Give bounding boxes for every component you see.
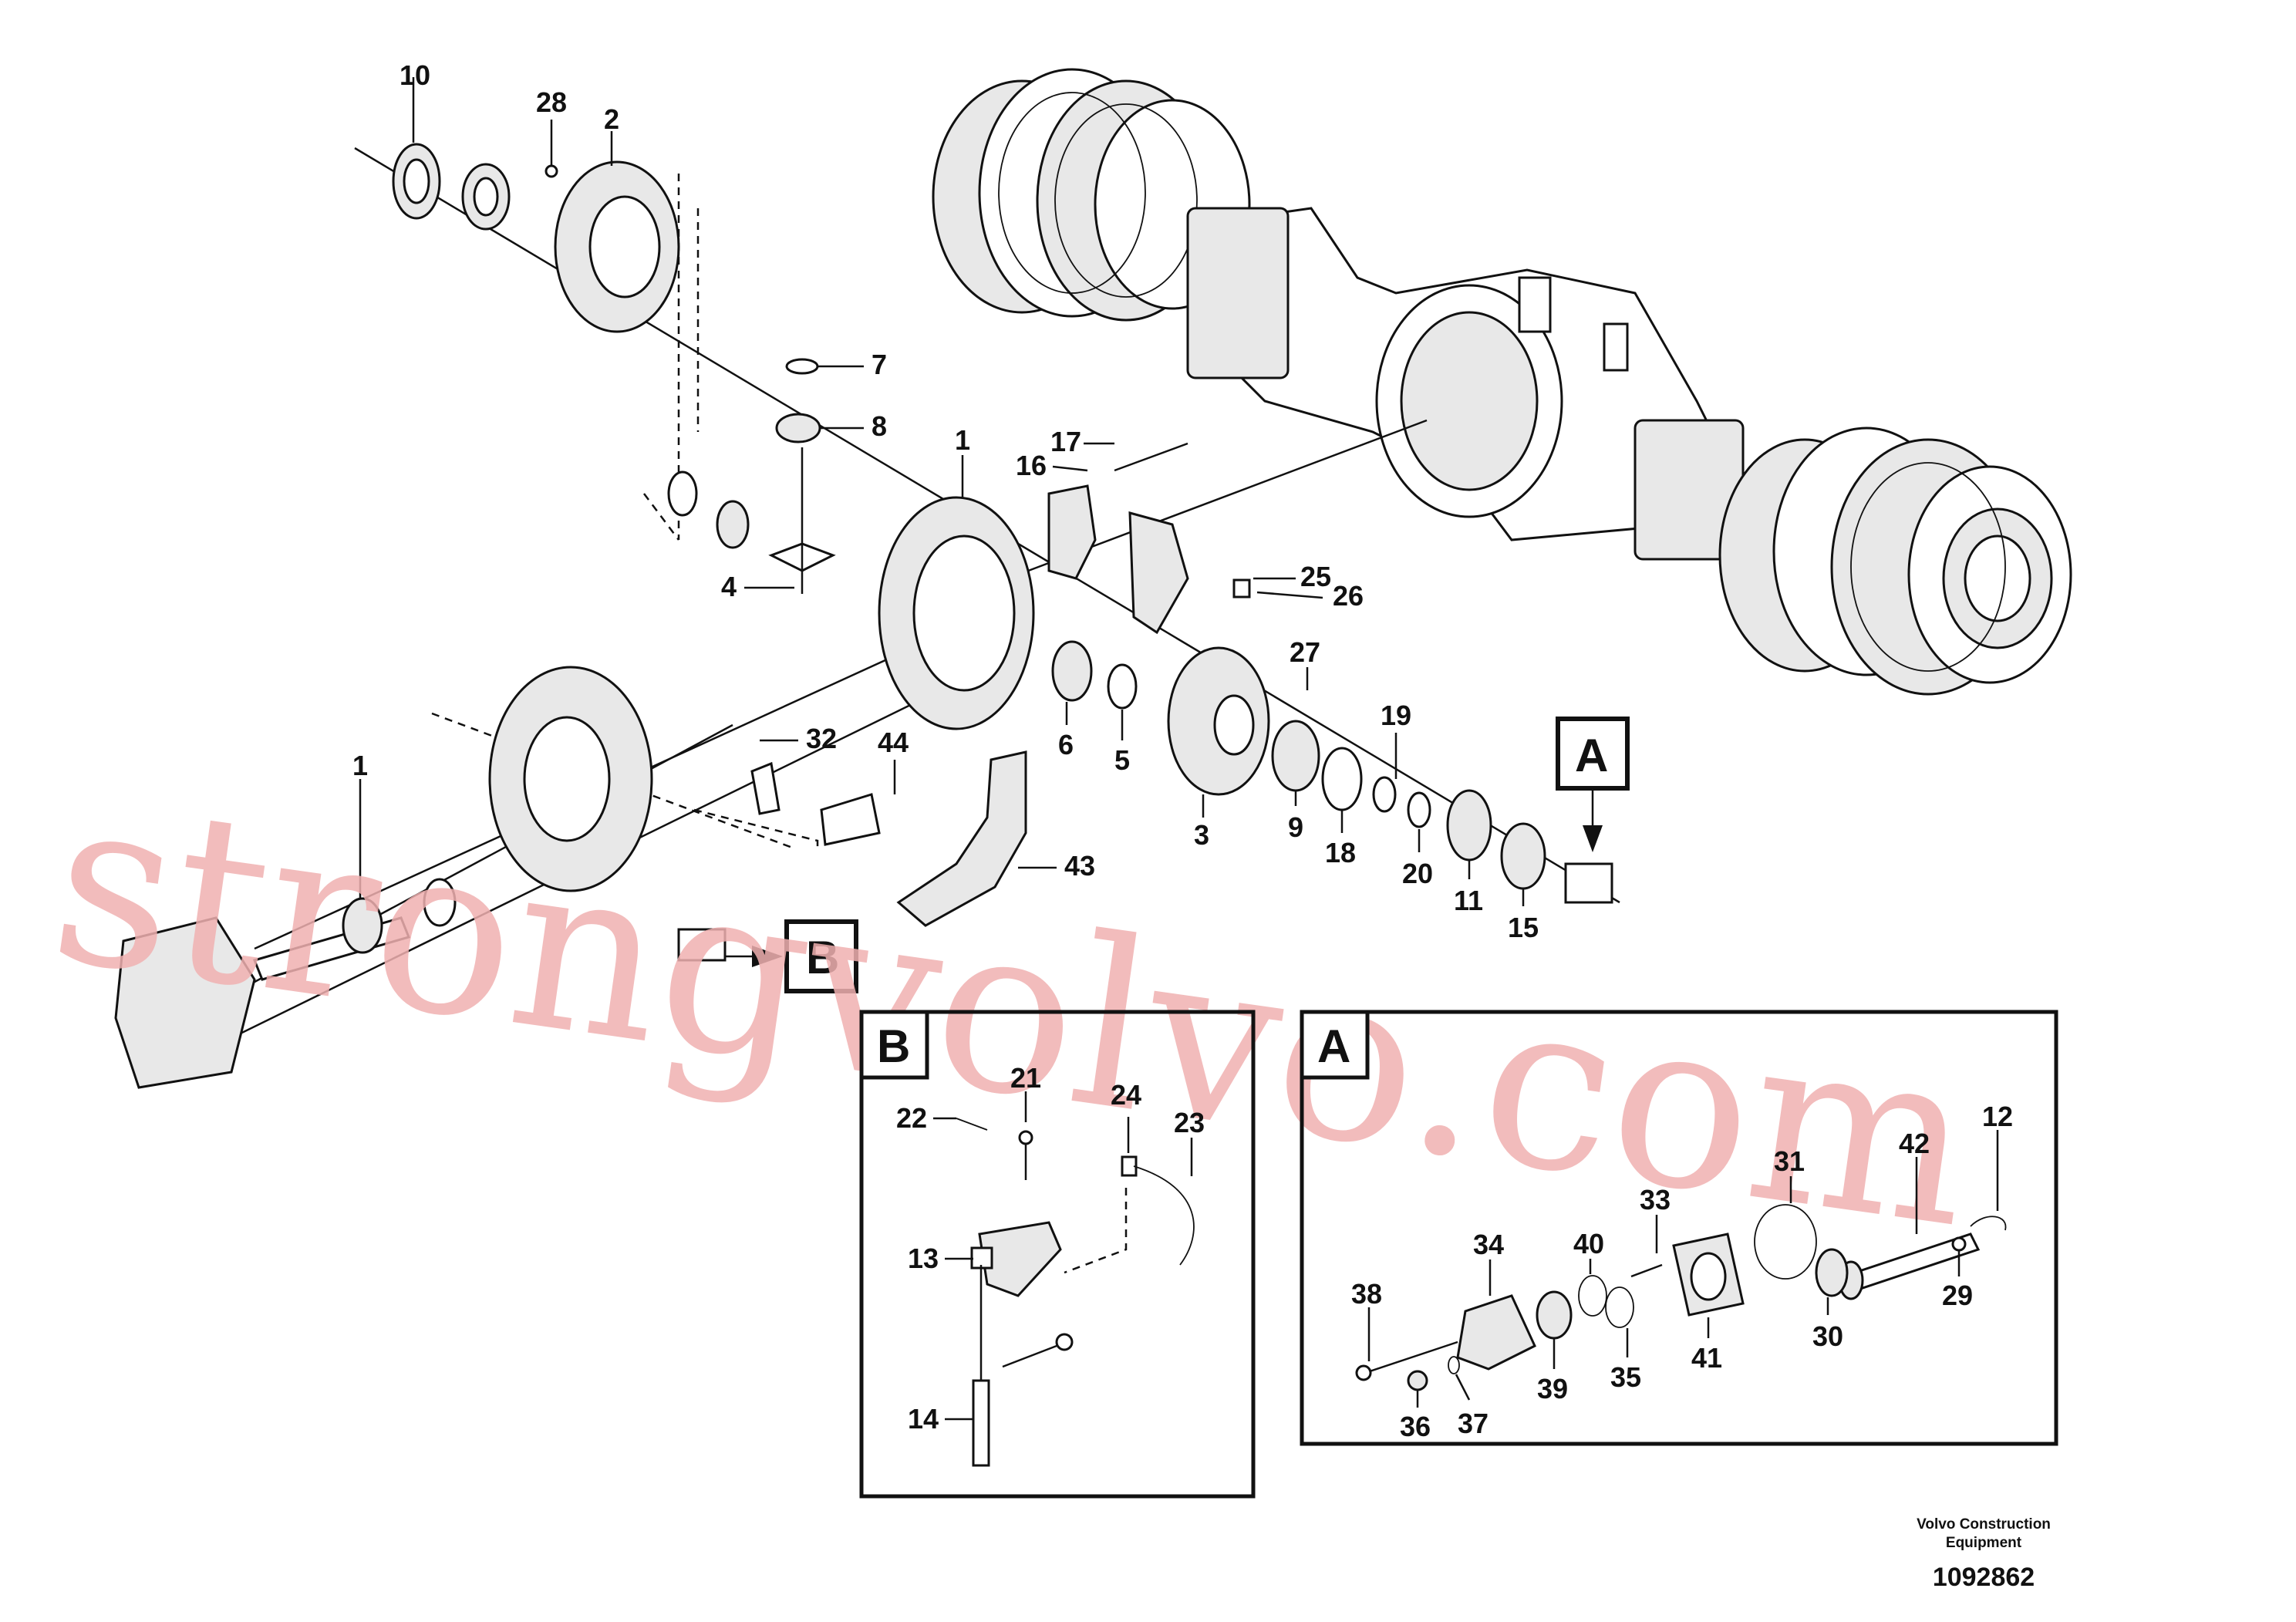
callout-43: 43 xyxy=(1064,850,1095,882)
callout-31: 31 xyxy=(1774,1145,1805,1177)
callout-29: 29 xyxy=(1942,1280,1973,1311)
callout-36: 36 xyxy=(1400,1411,1431,1442)
callout-1-ring-gear: 1 xyxy=(955,424,970,456)
callout-12: 12 xyxy=(1982,1101,2013,1132)
callout-8: 8 xyxy=(872,410,887,442)
publisher-credit-line2: Equipment xyxy=(1946,1535,2022,1551)
callout-16: 16 xyxy=(1016,450,1047,481)
callout-13: 13 xyxy=(908,1243,939,1274)
callout-15: 15 xyxy=(1508,912,1539,943)
view-marker-b-label: B xyxy=(806,932,839,983)
callout-14: 14 xyxy=(908,1403,939,1435)
callout-38: 38 xyxy=(1351,1278,1382,1310)
callout-9: 9 xyxy=(1288,811,1303,843)
detail-a-label: A xyxy=(1317,1020,1350,1072)
callout-20: 20 xyxy=(1402,858,1433,889)
callout-39: 39 xyxy=(1537,1373,1568,1404)
detail-b-label: B xyxy=(877,1020,910,1072)
callout-25: 25 xyxy=(1300,561,1331,592)
callout-18: 18 xyxy=(1325,837,1356,868)
callout-3: 3 xyxy=(1194,819,1209,851)
callout-40: 40 xyxy=(1573,1228,1604,1259)
callout-10: 10 xyxy=(400,59,430,91)
publisher-credit-line1: Volvo Construction xyxy=(1917,1516,2051,1533)
callout-11: 11 xyxy=(1454,885,1483,916)
callout-22: 22 xyxy=(896,1102,927,1134)
callout-2: 2 xyxy=(604,103,619,135)
view-marker-a: A xyxy=(1556,717,1630,852)
detail-panel-a: A 12 42 31 33 xyxy=(1300,1010,2058,1446)
callout-7: 7 xyxy=(872,349,887,380)
callout-32: 32 xyxy=(806,723,837,754)
callout-44: 44 xyxy=(878,727,909,758)
axle-assembly-illustration xyxy=(932,68,2072,696)
view-marker-a-label: A xyxy=(1575,730,1608,781)
callout-37: 37 xyxy=(1458,1408,1489,1439)
callout-labels: 10 28 2 7 8 1 17 16 4 25 26 27 6 5 3 9 1… xyxy=(352,59,1539,943)
callout-4: 4 xyxy=(721,571,737,602)
callout-17: 17 xyxy=(1050,426,1081,457)
detail-panel-b: B 21 22 24 23 13 14 xyxy=(859,1010,1256,1499)
callout-24: 24 xyxy=(1111,1079,1141,1111)
callout-30: 30 xyxy=(1812,1320,1843,1352)
exploded-parts xyxy=(114,143,1620,1089)
callout-21: 21 xyxy=(1010,1062,1041,1094)
document-number: 1092862 xyxy=(1933,1563,2035,1592)
callout-6: 6 xyxy=(1058,729,1074,760)
view-marker-b: B xyxy=(725,919,858,993)
callout-1-housing: 1 xyxy=(352,750,368,781)
callout-33: 33 xyxy=(1640,1184,1671,1216)
callout-35: 35 xyxy=(1610,1361,1641,1393)
callout-28: 28 xyxy=(536,86,567,118)
callout-23: 23 xyxy=(1174,1107,1205,1138)
callout-42: 42 xyxy=(1899,1128,1930,1159)
callout-19: 19 xyxy=(1381,700,1411,731)
callout-26: 26 xyxy=(1333,580,1364,612)
callout-27: 27 xyxy=(1290,636,1320,668)
callout-5: 5 xyxy=(1114,744,1130,776)
callout-34: 34 xyxy=(1473,1229,1504,1260)
callout-41: 41 xyxy=(1691,1342,1722,1374)
footer: Volvo Construction Equipment 1092862 xyxy=(1917,1516,2051,1592)
